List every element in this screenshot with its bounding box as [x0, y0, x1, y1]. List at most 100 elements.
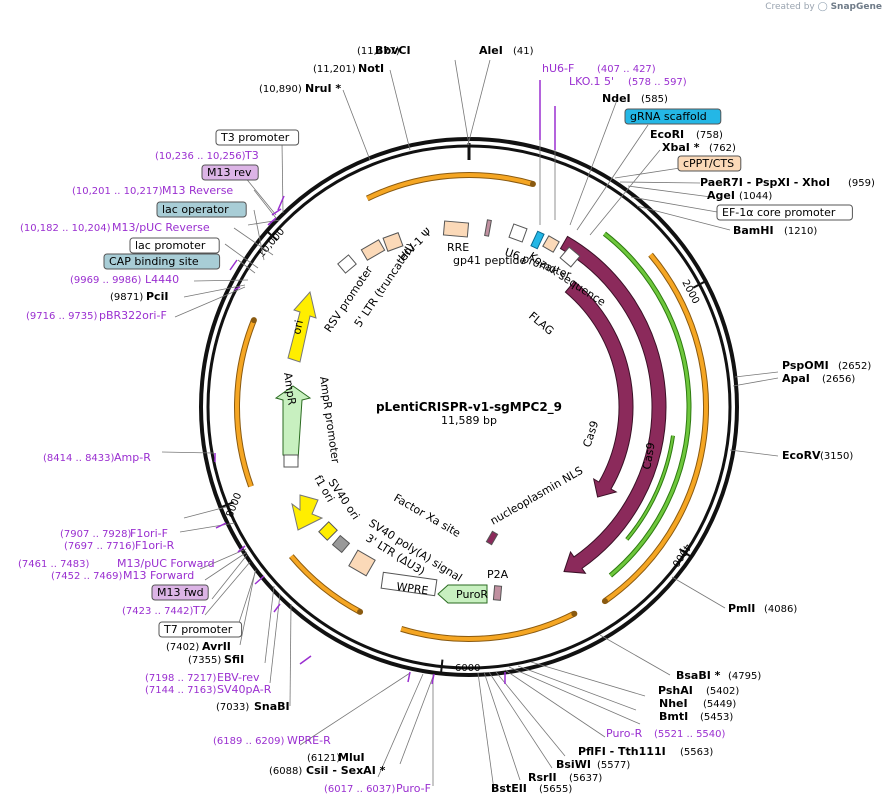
restriction-site-label: RsrII — [528, 771, 557, 784]
label-leader-line — [204, 551, 248, 581]
restriction-site-label: EcoRI — [650, 128, 684, 141]
restriction-site-label: CsiI - SexAI * — [306, 764, 386, 777]
cas9-outer-arrow — [559, 235, 667, 574]
primer-label: pBR322ori-F — [99, 309, 167, 322]
ltr3-block — [348, 549, 376, 577]
restriction-site-label: PciI — [146, 290, 168, 303]
primer-mark — [254, 575, 265, 585]
site-position: (5453) — [700, 712, 733, 723]
site-position: (10,890) — [259, 84, 302, 95]
primer-mark — [299, 655, 312, 665]
primer-position: (7452 .. 7469) — [51, 571, 123, 582]
label-leader-line — [299, 672, 411, 746]
sv40-polya-block — [331, 534, 351, 554]
restriction-site-label: SnaBI — [254, 700, 290, 713]
primer-label: EBV-rev — [217, 671, 260, 684]
primer-label: WPRE-R — [287, 734, 331, 747]
boxed-feature-label: CAP binding site — [109, 255, 199, 268]
boxed-feature-label: T7 promoter — [163, 623, 233, 636]
restriction-site-label: AgeI — [707, 189, 735, 202]
tick-label: 8000 — [225, 491, 245, 519]
hiv-psi-block — [382, 232, 404, 252]
label-leader-line — [630, 196, 724, 214]
tick-mark — [439, 659, 444, 674]
boxed-feature-label-box — [103, 253, 221, 270]
primer-label: Puro-F — [396, 782, 431, 795]
boxed-feature-label-box — [215, 129, 300, 146]
label-leader-line — [342, 89, 371, 161]
ltr5-block — [360, 239, 386, 261]
label-leader-line — [239, 571, 256, 646]
label-leader-line — [204, 561, 251, 616]
site-position: (41) — [513, 46, 534, 57]
inner-feature-label: Cas9 — [640, 442, 658, 471]
boxed-feature-label: M13 rev — [207, 166, 252, 179]
cppt-block — [542, 235, 560, 253]
primer-label: F1ori-R — [135, 539, 175, 552]
primer-label: Amp-R — [114, 451, 151, 464]
restriction-site-label: BamHI — [733, 224, 774, 237]
primer-position: (9969 .. 9986) — [70, 275, 142, 286]
orf-arrowhead — [250, 317, 257, 324]
site-position: (9871) — [110, 292, 143, 303]
label-leader-line — [504, 669, 606, 738]
site-position: (1044) — [739, 191, 772, 202]
tick-mark — [692, 280, 707, 289]
restriction-site-label: BmtI — [659, 710, 688, 723]
inner-feature-label: P2A — [487, 568, 509, 581]
primer-position: (7461 .. 7483) — [18, 559, 90, 570]
primer-label: T3 — [244, 149, 259, 162]
primer-mark — [215, 522, 227, 529]
tick-mark — [679, 548, 692, 558]
credit: Created by ◯ SnapGene — [765, 2, 882, 12]
primer-label: M13 Forward — [123, 569, 194, 582]
primer-position: (407 .. 427) — [597, 64, 656, 75]
ef1a-block — [559, 246, 581, 268]
label-leader-line — [734, 371, 779, 378]
inner-feature-label: ori — [290, 319, 306, 336]
label-leader-line — [399, 673, 435, 765]
orf-arc-fill — [400, 611, 576, 641]
boxed-feature-label-box — [151, 584, 209, 601]
site-position: (5637) — [569, 773, 602, 784]
primer-position: (9716 .. 9735) — [26, 311, 98, 322]
restriction-site-label: ApaI — [782, 372, 810, 385]
label-leader-line — [247, 219, 281, 226]
boxed-feature-label: lac promoter — [135, 239, 206, 252]
restriction-site-label: BbvCI — [375, 44, 411, 57]
restriction-site-label: PshAI — [658, 684, 693, 697]
inner-feature-label: Cas9 — [580, 419, 601, 449]
label-leader-line — [193, 279, 249, 282]
site-position: (5402) — [706, 686, 739, 697]
primer-mark — [237, 545, 246, 553]
boxed-feature-label-box — [677, 155, 742, 172]
primer-position: (5521 .. 5540) — [654, 729, 726, 740]
label-leader-line — [488, 671, 553, 769]
boxed-feature-label: lac operator — [162, 203, 229, 216]
boxed-feature-label-box — [624, 108, 722, 125]
label-leader-line — [174, 286, 246, 318]
plasmid-size: 11,589 bp — [441, 414, 497, 427]
restriction-site-label: XbaI * — [662, 141, 700, 154]
inner-feature-label: PuroR — [456, 588, 488, 601]
orf-arc-fill — [235, 319, 256, 488]
primer-position: (8414 .. 8433) — [43, 453, 115, 464]
primer-label: M13/pUC Forward — [117, 557, 215, 570]
site-position: (4086) — [764, 604, 797, 615]
label-leader-line — [233, 227, 274, 256]
site-position: (7355) — [188, 655, 221, 666]
green-orf-arc-fill — [603, 232, 691, 577]
site-position: (2652) — [838, 361, 871, 372]
p2a-block — [492, 585, 503, 601]
wpre-block — [380, 571, 438, 597]
label-leader-line — [589, 149, 661, 236]
tick-label: 6000 — [455, 663, 480, 674]
restriction-site-label: SfiI — [224, 653, 244, 666]
boxed-feature-label-box — [129, 237, 220, 254]
label-leader-line — [569, 99, 618, 226]
site-position: (3150) — [820, 451, 853, 462]
label-leader-line — [636, 205, 731, 231]
label-leader-line — [483, 671, 521, 781]
restriction-site-label: PaeR7I - PspXI - XhoI — [700, 176, 830, 189]
